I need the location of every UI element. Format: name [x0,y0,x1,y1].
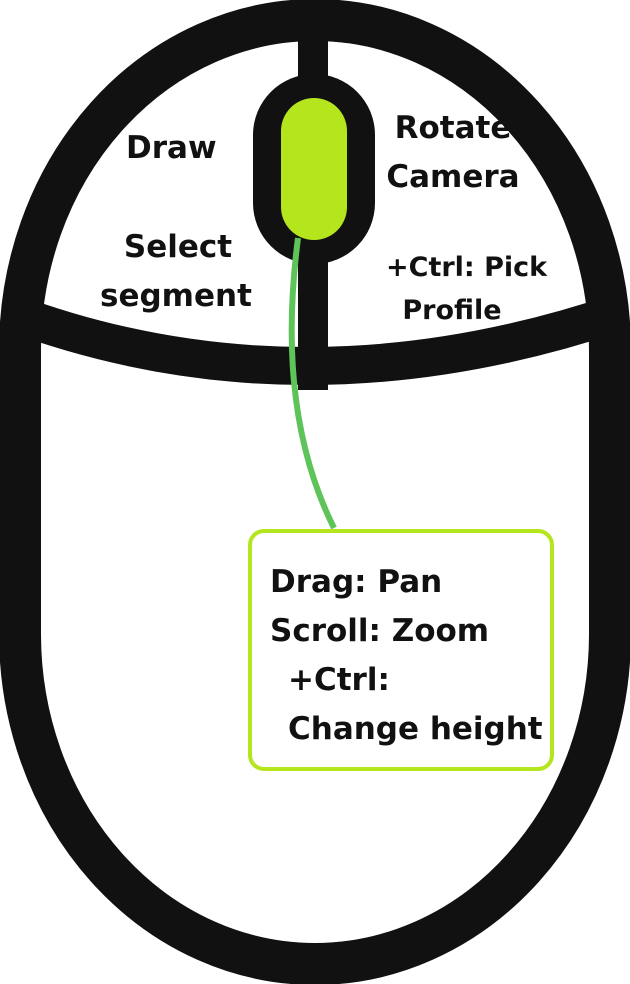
right-ctrl-label-line2: Profile [402,295,502,326]
left-click-label: Draw [126,130,217,166]
scroll-wheel [281,98,347,240]
wheel-ctrl-label: +Ctrl: [288,662,390,698]
connector-line [288,237,337,530]
wheel-scroll-label: Scroll: Zoom [270,613,490,649]
left-select-label-line2: segment [100,278,252,314]
right-ctrl-label-line1: +Ctrl: Pick [386,252,548,283]
wheel-info-text: Drag: Pan Scroll: Zoom +Ctrl: Change hei… [270,558,543,754]
right-click-label-line2: Camera [386,159,520,195]
left-select-label-line1: Select [123,229,233,265]
right-click-label-line1: Rotate [394,110,512,146]
wheel-drag-label: Drag: Pan [270,564,443,600]
center-divider-bottom [298,240,328,390]
wheel-info-box [248,529,554,771]
wheel-ctrl-action-label: Change height [288,711,543,747]
